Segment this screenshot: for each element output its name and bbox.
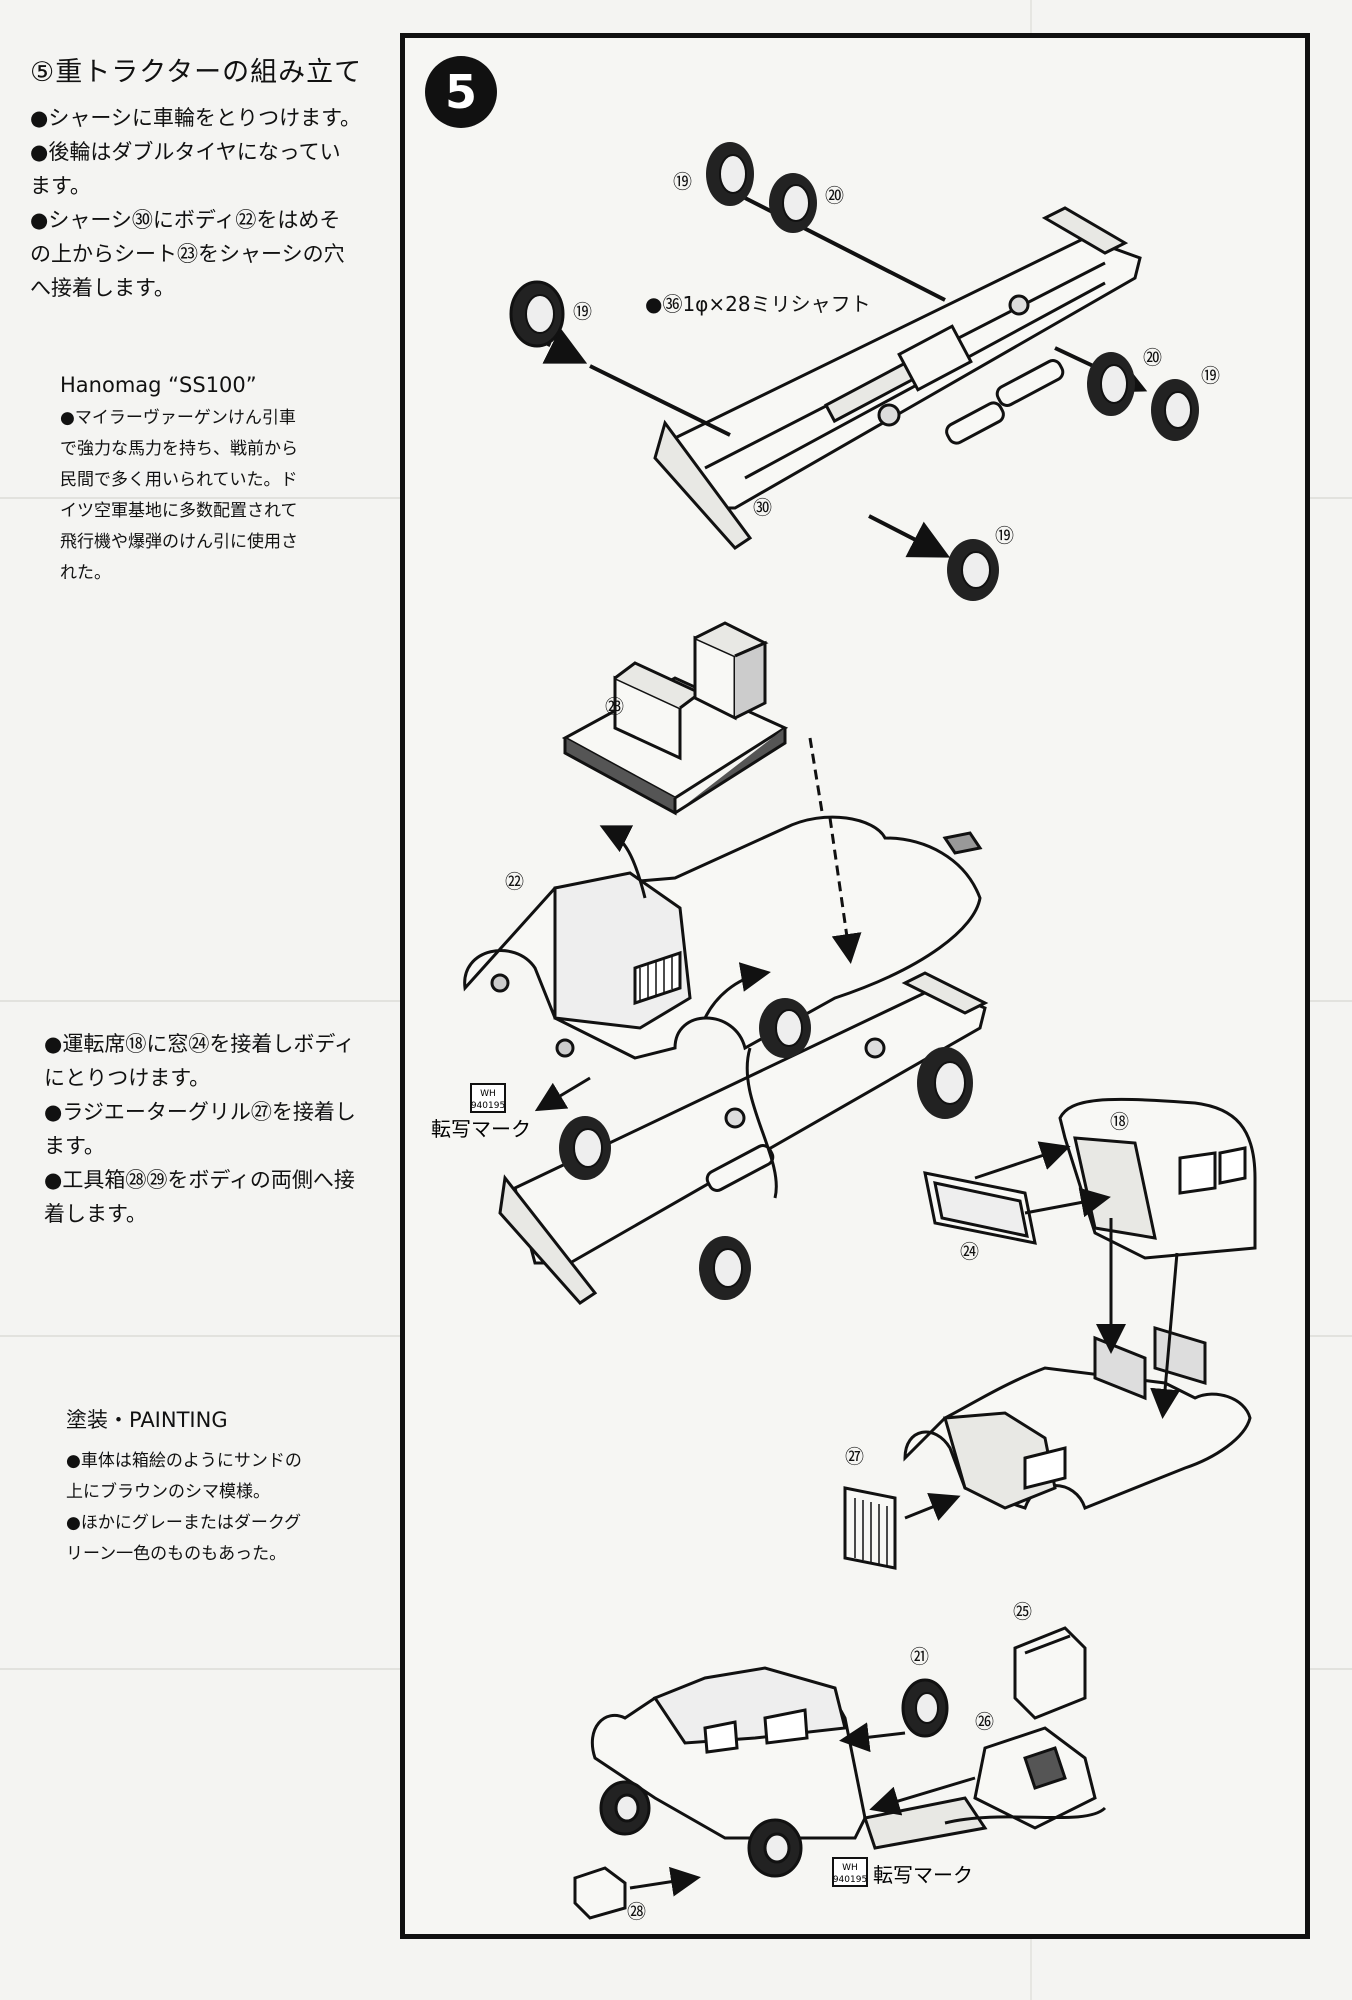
part-number-label: ⑳ — [825, 185, 844, 207]
seat-part — [561, 621, 789, 816]
part-number-label: ⑲ — [995, 525, 1014, 547]
instruction-line: にとりつけます。 — [44, 1066, 211, 1090]
wheel-icon — [699, 1236, 751, 1300]
history-line: ●マイラーヴァーゲンけん引車 — [60, 408, 296, 428]
instruction-line: へ接着します。 — [30, 276, 175, 300]
body-part — [903, 1325, 1252, 1510]
instruction-line: ●シャーシ㉚にボディ㉒をはめそ — [30, 208, 341, 232]
instruction-line: ●後輪はダブルタイヤになってい — [30, 140, 341, 164]
part-number-label: ⑱ — [1110, 1111, 1129, 1133]
part-number-label: ㉗ — [845, 1446, 864, 1468]
assembly-diagram: 5 — [425, 56, 1257, 1923]
spare-wheel-part — [901, 1678, 949, 1738]
step-number: 5 — [445, 65, 477, 119]
part-number-label: ⑲ — [1201, 365, 1220, 387]
wheel-icon — [947, 539, 999, 601]
part-number-label: ⑲ — [573, 301, 592, 323]
assembly-arrow — [904, 1141, 1181, 1521]
history-line: れた。 — [60, 563, 111, 583]
instruction-line: ます。 — [30, 174, 91, 198]
history-line: イツ空軍基地に多数配置されて — [60, 501, 298, 521]
painting-section: 塗装・PAINTING ●車体は箱絵のようにサンドの 上にブラウンのシマ模様。 … — [66, 1404, 386, 1570]
wheel-icon — [509, 280, 565, 348]
instruction-line: 着します。 — [44, 1202, 147, 1226]
instruction-line: の上からシート㉓をシャーシの穴 — [30, 242, 345, 266]
part-number-label: ㉚ — [753, 497, 772, 519]
assembly-instructions: ●シャーシに車輪をとりつけます。 ●後輪はダブルタイヤになってい ます。 ●シャ… — [30, 101, 400, 305]
cab-instructions: ●運転席⑱に窓㉔を接着しボディ にとりつけます。 ●ラジエーターグリル㉗を接着し… — [44, 1027, 404, 1231]
painting-line: ●ほかにグレーまたはダークグ — [66, 1513, 302, 1533]
decal-code-line: 940195 — [471, 1101, 505, 1111]
window-part — [923, 1171, 1037, 1245]
decal-mark: WH 940195 転写マーク — [832, 1857, 973, 1887]
decal-label: 転写マーク — [431, 1117, 531, 1141]
assembly-diagram-frame: 5 — [400, 33, 1310, 1939]
part-number-label: ⑲ — [673, 171, 692, 193]
painting-line: リーン一色のものもあった。 — [66, 1544, 287, 1564]
instruction-line: ●運転席⑱に窓㉔を接着しボディ — [44, 1032, 355, 1056]
part-number-label: ㉓ — [605, 696, 624, 718]
part-number-label: ㉒ — [505, 871, 524, 893]
step-badge: 5 — [425, 56, 497, 128]
instruction-line: ます。 — [44, 1134, 105, 1158]
toolbox-part — [573, 1626, 1097, 1920]
decal-code-line: WH — [480, 1089, 496, 1099]
painting-title: 塗装・PAINTING — [66, 1408, 228, 1432]
wheel-icon — [917, 1047, 973, 1119]
body-part — [463, 815, 983, 1060]
part-number-label: ⑳ — [1143, 347, 1162, 369]
chassis-part — [653, 206, 1142, 550]
vehicle-history: Hanomag “SS100” ●マイラーヴァーゲンけん引車 で強力な馬力を持ち… — [60, 373, 380, 589]
decal-label: 転写マーク — [873, 1863, 973, 1887]
cab-part — [1058, 1097, 1257, 1260]
decal-mark: WH 940195 転写マーク — [431, 1083, 531, 1141]
painting-line: ●車体は箱絵のようにサンドの — [66, 1451, 302, 1471]
part-number-label: ㉘ — [627, 1901, 646, 1923]
history-line: 飛行機や爆弾のけん引に使用さ — [60, 532, 298, 552]
wheel-icon — [769, 173, 817, 233]
truck-assembly — [590, 1666, 988, 1878]
history-line: 民間で多く用いられていた。ド — [60, 470, 298, 490]
part-number-label: ㉑ — [910, 1646, 929, 1668]
history-line: で強力な馬力を持ち、戦前から — [60, 439, 298, 459]
chassis-part — [498, 971, 989, 1305]
part-number-label: ㉖ — [975, 1711, 994, 1733]
wheel-icon — [559, 1116, 611, 1180]
wheel-icon — [706, 142, 754, 206]
step-title: ⑤重トラクターの組み立て — [30, 57, 363, 88]
instruction-line: ●工具箱㉘㉙をボディの両側へ接 — [44, 1168, 355, 1192]
wheel-icon — [1151, 379, 1199, 441]
part-number-label: ㉕ — [1013, 1601, 1032, 1623]
shaft-label: ●㊱1φ×28ミリシャフト — [645, 292, 871, 316]
painting-line: 上にブラウンのシマ模様。 — [66, 1482, 270, 1502]
assembly-arrow — [629, 1722, 1107, 1897]
decal-code-line: 940195 — [833, 1875, 867, 1885]
part-number-label: ㉔ — [960, 1241, 979, 1263]
instruction-line: ●シャーシに車輪をとりつけます。 — [30, 106, 362, 130]
grille-part — [843, 1486, 897, 1570]
wheel-icon — [1087, 352, 1135, 416]
vehicle-history-title: Hanomag “SS100” — [60, 373, 257, 397]
instruction-line: ●ラジエーターグリル㉗を接着し — [44, 1100, 356, 1124]
decal-code-line: WH — [842, 1863, 858, 1873]
assembly-arrow — [534, 737, 862, 1199]
wheel-icon — [759, 998, 811, 1058]
